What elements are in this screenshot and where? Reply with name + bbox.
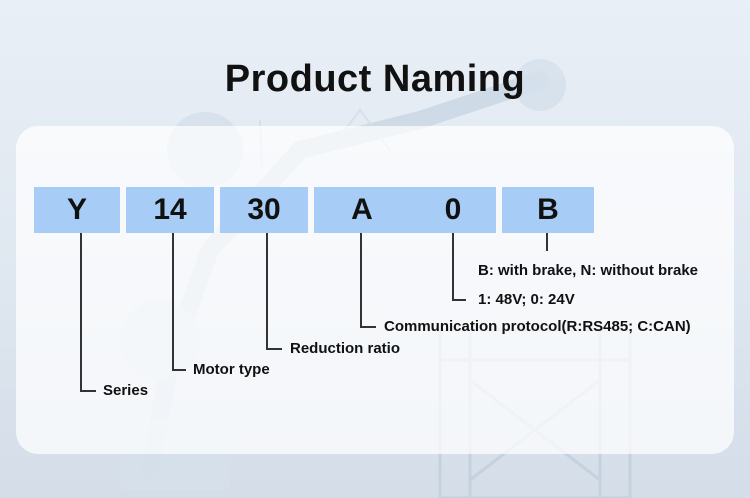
- leader-line-brake-v: [546, 233, 548, 251]
- code-segment-protocol: A: [314, 187, 410, 233]
- reduction-ratio-description: Reduction ratio: [290, 340, 401, 357]
- leader-line-reduction-ratio-h: [266, 348, 282, 350]
- series-description: Series: [103, 382, 149, 399]
- naming-panel: [16, 126, 734, 454]
- code-segment-brake: B: [502, 187, 594, 233]
- page-title: Product Naming: [224, 58, 526, 100]
- protocol-description: Communication protocol(R:RS485; C:CAN): [384, 318, 691, 335]
- leader-line-protocol-h: [360, 326, 376, 328]
- leader-line-series-h: [80, 390, 96, 392]
- brake-description: B: with brake, N: without brake: [478, 262, 699, 279]
- code-segment-reduction-ratio: 30: [220, 187, 308, 233]
- motor-type-description: Motor type: [193, 361, 270, 378]
- leader-line-motor-type-v: [172, 233, 174, 370]
- code-segment-motor-type: 14: [126, 187, 214, 233]
- leader-line-reduction-ratio-v: [266, 233, 268, 349]
- leader-line-voltage-h: [452, 299, 466, 301]
- leader-line-protocol-v: [360, 233, 362, 327]
- leader-line-voltage-v: [452, 233, 454, 300]
- code-segment-series: Y: [34, 187, 120, 233]
- voltage-description: 1: 48V; 0: 24V: [478, 291, 575, 308]
- leader-line-series-v: [80, 233, 82, 391]
- leader-line-motor-type-h: [172, 369, 186, 371]
- code-segment-voltage: 0: [410, 187, 496, 233]
